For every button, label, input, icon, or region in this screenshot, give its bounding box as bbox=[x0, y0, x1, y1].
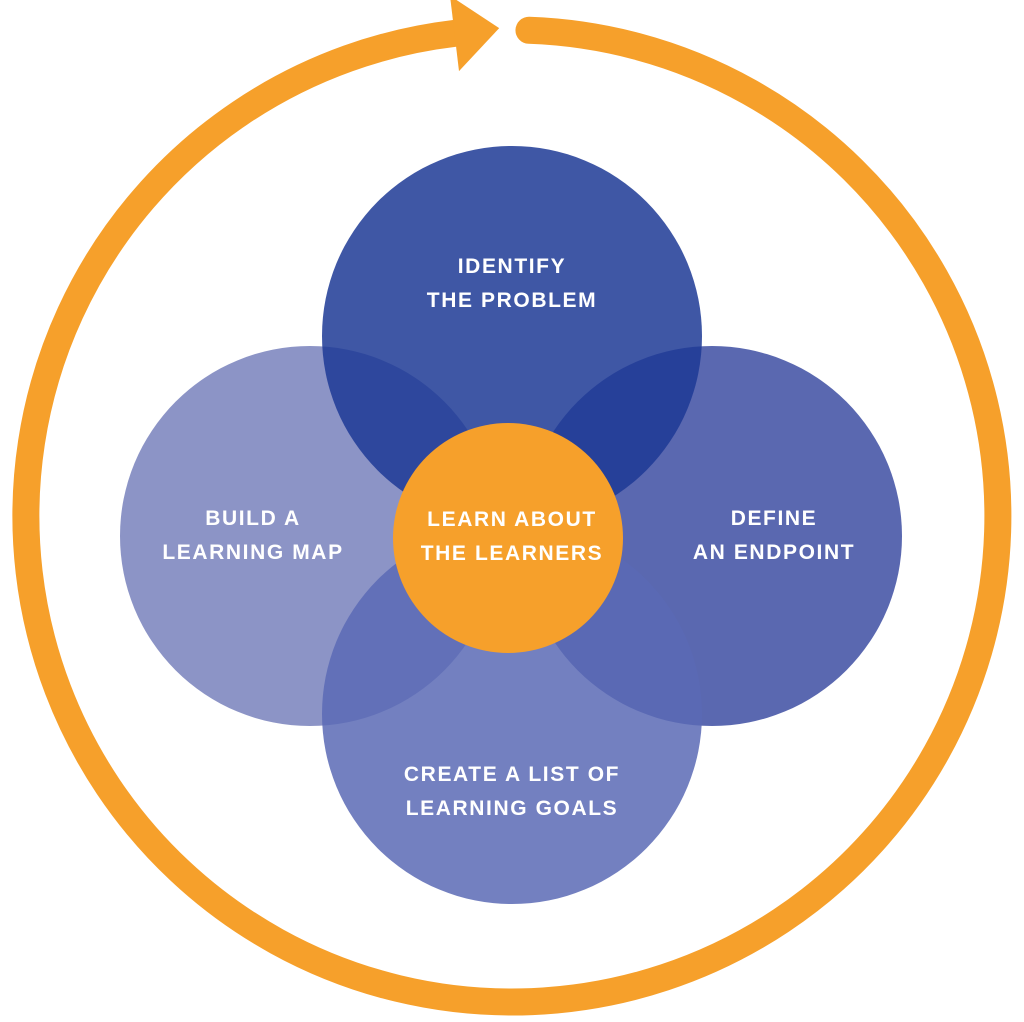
petal-circle-top bbox=[322, 146, 702, 526]
petal-circle-bottom bbox=[322, 524, 702, 904]
center-circle bbox=[393, 423, 623, 653]
cycle-arrow-head-icon bbox=[450, 0, 500, 72]
cycle-arrow-ring bbox=[12, 16, 1012, 1016]
